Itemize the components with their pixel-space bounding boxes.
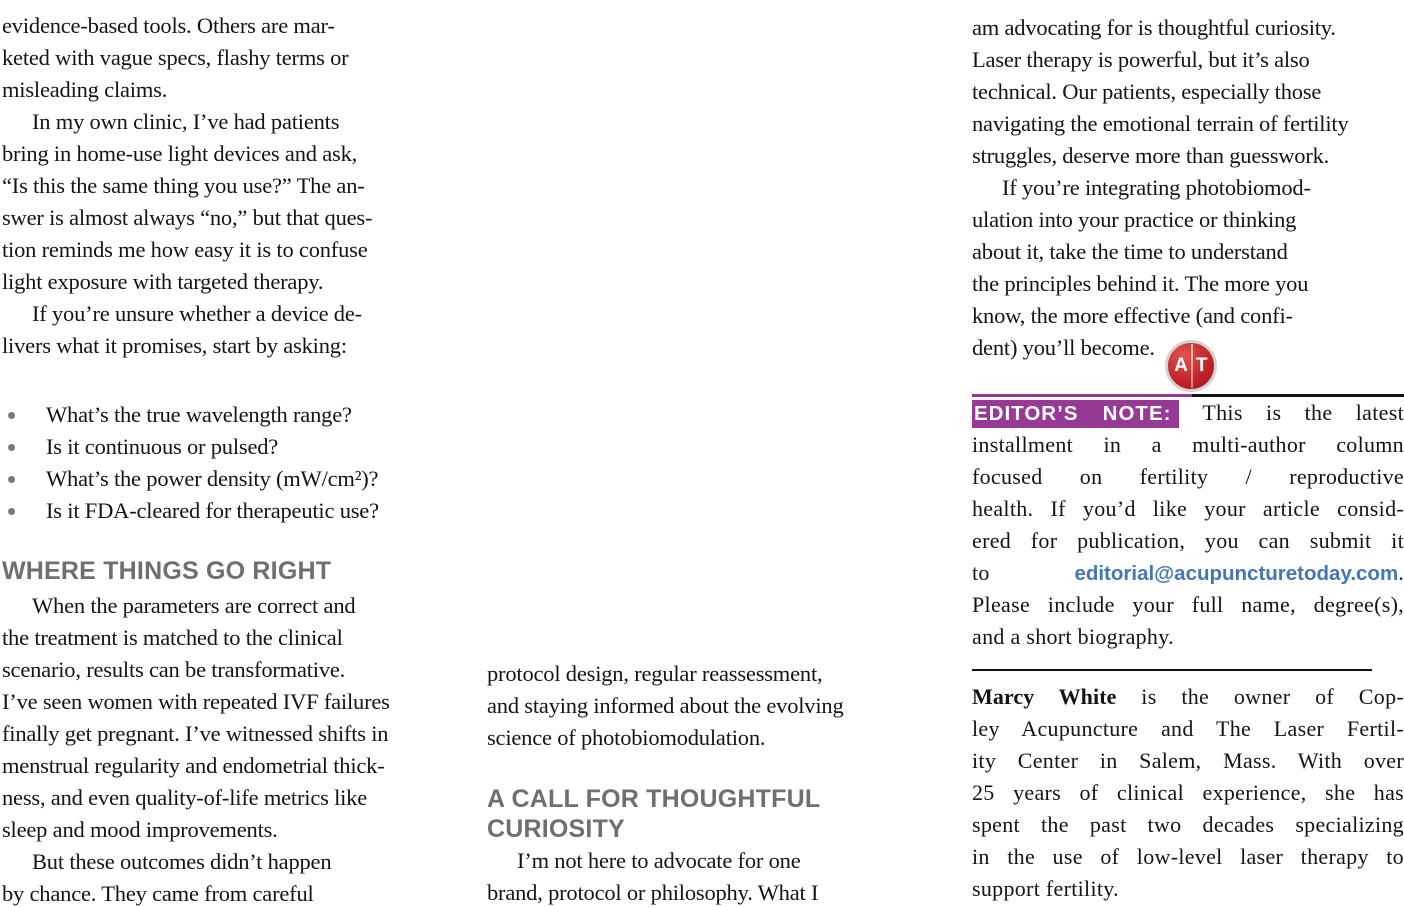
text-line: ley Acupuncture and The Laser Fertil- (972, 716, 1404, 741)
text-line: science of photobiomodulation. (487, 725, 766, 750)
text-line: by chance. They came from careful (2, 881, 314, 906)
text-line: finally get pregnant. I’ve witnessed shi… (2, 721, 389, 746)
text-line: struggles, deserve more than guesswork. (972, 143, 1330, 168)
paragraph: am advocating for is thoughtful curiosit… (972, 12, 1404, 172)
text-line: brand, protocol or philosophy. What I (487, 880, 819, 905)
text-line: am advocating for is thoughtful curiosit… (972, 15, 1336, 40)
text-line: misleading claims. (2, 77, 168, 102)
text-line: When the parameters are correct and (32, 593, 356, 618)
bio-body: ley Acupuncture and The Laser Fertil-ity… (972, 713, 1404, 873)
text-line: dent) you’ll become. (972, 335, 1155, 360)
text-line: protocol design, regular reassessment, (487, 661, 823, 686)
text-line: focused on fertility / reproductive (972, 464, 1404, 489)
text-line: the principles behind it. The more you (972, 271, 1309, 296)
text-line: But these outcomes didn’t happen (32, 849, 332, 874)
text-line: ness, and even quality-of-life metrics l… (2, 785, 368, 810)
paragraph: In my own clinic, I’ve had patients bring… (2, 106, 457, 298)
author-bio: Marcy White is the owner of Cop- ley Acu… (972, 681, 1404, 905)
bullet-icon (8, 444, 15, 451)
text-line: If you’re unsure whether a device de- (32, 301, 362, 326)
editors-note-email-line: to editorial@acupuncturetoday.com. (972, 557, 1404, 589)
text-line: “Is this the same thing you use?” The an… (2, 173, 365, 198)
text-line: ered for publication, you can submit it (972, 528, 1404, 553)
bullet-icon (8, 412, 15, 419)
section-heading: WHERE THINGS GO RIGHT (2, 557, 332, 585)
text-line: bring in home-use light devices and ask, (2, 141, 358, 166)
text-line: to (972, 560, 990, 585)
text-line: technical. Our patients, especially thos… (972, 79, 1322, 104)
bullet-text: Is it continuous or pulsed? (46, 434, 279, 459)
text-line: navigating the emotional terrain of fert… (972, 111, 1349, 136)
text-line: A CALL FOR THOUGHTFUL (487, 785, 821, 813)
paragraph: evidence-based tools. Others are mar-ket… (2, 10, 457, 106)
right-column: am advocating for is thoughtful curiosit… (972, 0, 1404, 905)
paragraph: If you’re integrating photobiomod-ulatio… (972, 172, 1404, 332)
text-line: spent the past two decades specializing (972, 812, 1404, 837)
text-line: in the use of low-level laser therapy to (972, 844, 1404, 869)
bio-first-line: Marcy White is the owner of Cop- (972, 681, 1404, 713)
text-line: scenario, results can be transformative. (2, 657, 346, 682)
list-item: What’s the true wavelength range? (2, 399, 457, 431)
text-line: and a short biography. (972, 624, 1174, 649)
paragraph: If you’re unsure whether a device de-liv… (2, 298, 457, 362)
bullet-text: Is it FDA-cleared for therapeutic use? (46, 498, 379, 523)
text-line: keted with vague specs, flashy terms or (2, 45, 349, 70)
text-line: I’ve seen women with repeated IVF failur… (2, 689, 390, 714)
text-line: CURIOSITY (487, 815, 625, 843)
editors-note: EDITOR’S NOTE: This is the latest instal… (972, 397, 1404, 653)
paragraph: I’m not here to advocate for one brand, p… (487, 845, 942, 907)
logo-divider (1190, 344, 1193, 388)
text-line: This is the latest (1202, 400, 1404, 425)
text-line: and staying informed about the evolving (487, 693, 844, 718)
bio-divider (972, 669, 1372, 671)
text-line: is the owner of Cop- (1141, 684, 1404, 709)
text-line: about it, take the time to understand (972, 239, 1288, 264)
text-line: Laser therapy is powerful, but it’s also (972, 47, 1310, 72)
paragraph: protocol design, regular reassessment, an… (487, 658, 942, 754)
text-line: Please include your full name, degree(s)… (972, 592, 1404, 617)
bullet-text: What’s the true wavelength range? (46, 402, 352, 427)
author-name: Marcy White (972, 684, 1117, 709)
bullet-text: What’s the power density (mW/cm²)? (46, 466, 379, 491)
text-line: evidence-based tools. Others are mar- (2, 13, 335, 38)
list-item: Is it FDA-cleared for therapeutic use? (2, 495, 457, 527)
list-item: Is it continuous or pulsed? (2, 431, 457, 463)
text-line: In my own clinic, I’ve had patients (32, 109, 340, 134)
text-line: sleep and mood improvements. (2, 817, 278, 842)
bullet-icon (8, 508, 15, 515)
paragraph: But these outcomes didn’t happen by chanc… (2, 846, 457, 907)
text-line: ulation into your practice or thinking (972, 207, 1297, 232)
middle-column: protocol design, regular reassessment, an… (487, 0, 942, 907)
text-line: support fertility. (972, 876, 1119, 901)
left-column: evidence-based tools. Others are mar-ket… (2, 0, 457, 907)
logo-letter-t: T (1195, 355, 1208, 376)
text-line: 25 years of clinical experience, she has (972, 780, 1404, 805)
text-line: installment in a multi-author column (972, 432, 1404, 457)
text-line: . (1398, 560, 1404, 585)
logo-letter-a: A (1174, 355, 1188, 376)
text-line: livers what it promises, start by asking… (2, 333, 347, 358)
list-item: What’s the power density (mW/cm²)? (2, 463, 457, 495)
email-link[interactable]: editorial@acupuncturetoday.com (1074, 562, 1399, 585)
text-line: If you’re integrating photobiomod- (1002, 175, 1311, 200)
text-line: tion reminds me how easy it is to confus… (2, 237, 368, 262)
text-line: know, the more effective (and confi- (972, 303, 1293, 328)
text-line: health. If you’d like your article consi… (972, 496, 1404, 521)
text-line: menstrual regularity and endometrial thi… (2, 753, 385, 778)
text-line: I’m not here to advocate for one (517, 848, 801, 873)
text-line: ity Center in Salem, Mass. With over (972, 748, 1404, 773)
text-line: swer is almost always “no,” but that que… (2, 205, 373, 230)
bullet-list: What’s the true wavelength range? Is it … (2, 399, 457, 527)
editors-note-label: EDITOR’S NOTE: (972, 400, 1180, 428)
editors-note-divider (972, 394, 1404, 397)
editors-note-body: installment in a multi-author column focu… (972, 429, 1404, 557)
text-line: the treatment is matched to the clinical (2, 625, 343, 650)
paragraph: When the parameters are correct and the t… (2, 590, 457, 846)
editors-note-first-line: EDITOR’S NOTE: This is the latest (972, 397, 1404, 429)
text-line: light exposure with targeted therapy. (2, 269, 324, 294)
bullet-icon (8, 476, 15, 483)
